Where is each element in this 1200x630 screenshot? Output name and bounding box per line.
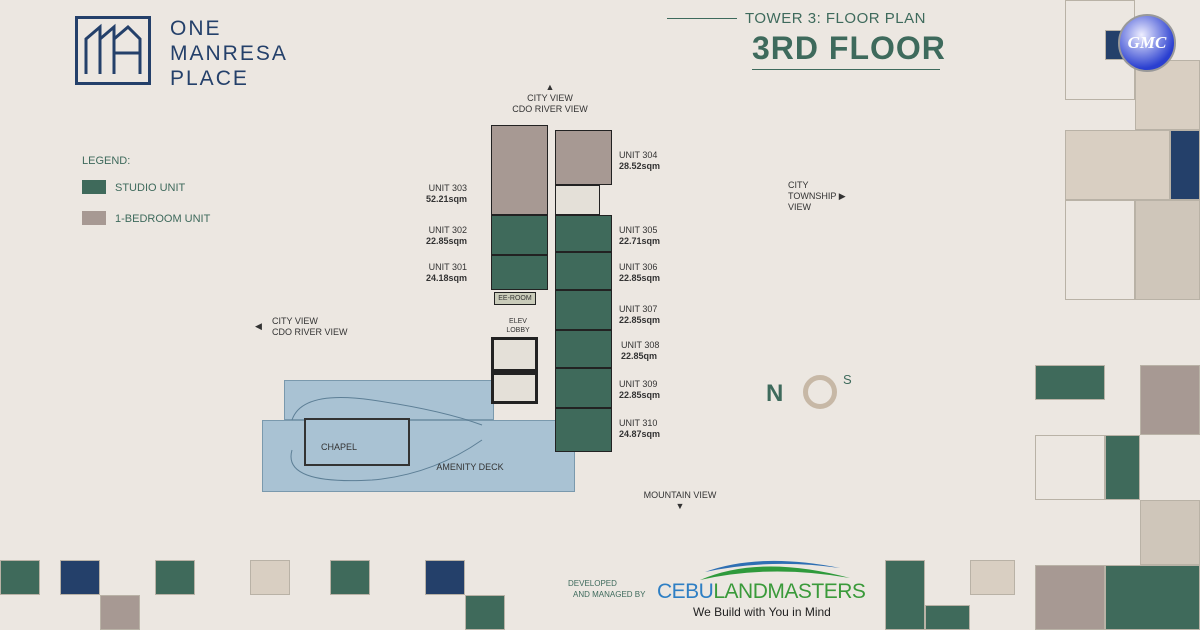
decorative-pattern: [1065, 0, 1200, 365]
view-label: CITY VIEW: [527, 93, 573, 103]
view-label: CDO RIVER VIEW: [512, 104, 588, 114]
arrow-down-icon: ▼: [675, 501, 685, 511]
stairs: [555, 185, 600, 215]
view-left: ◀ CITY VIEW CDO RIVER VIEW: [255, 316, 355, 338]
compass-n: N: [766, 380, 784, 407]
floor-plan-subtitle: TOWER 3: FLOOR PLAN: [745, 10, 926, 27]
view-label: CITY VIEW: [272, 316, 318, 326]
cebu-landmasters-swoosh: [700, 560, 850, 580]
brand-line: ONE: [170, 17, 222, 40]
brand-line: PLACE: [170, 67, 249, 90]
view-right: CITY TOWNSHIP ▶ VIEW: [788, 180, 846, 213]
compass-s: S: [843, 372, 852, 387]
elev-lobby: ELEV LOBBY: [498, 317, 538, 335]
unit-310[interactable]: [555, 408, 612, 452]
unit-305[interactable]: [555, 215, 612, 252]
logo-text: CEBU: [657, 580, 714, 603]
gmc-badge: GMC: [1118, 14, 1176, 72]
unit-309[interactable]: [555, 368, 612, 408]
legend-swatch-studio: [82, 180, 106, 194]
unit-303[interactable]: [491, 125, 548, 215]
page-title: 3RD FLOOR: [752, 30, 946, 66]
developer-line: DEVELOPED: [568, 579, 617, 588]
elevators: [491, 337, 538, 372]
arrow-left-icon: ◀: [255, 321, 262, 331]
view-label: VIEW: [788, 202, 812, 212]
decorative-pattern: [885, 560, 1015, 630]
cebu-landmasters-logo: CEBULANDMASTERS: [657, 580, 866, 604]
brand-line: MANRESA: [170, 42, 288, 65]
developer-label: DEVELOPED AND MANAGED BY: [568, 578, 645, 600]
decorative-pattern: [1035, 365, 1200, 630]
room-label: LOBBY: [506, 327, 530, 334]
logo-text: LANDMASTERS: [713, 580, 866, 603]
stairs: [491, 372, 538, 404]
legend-label: 1-BEDROOM UNIT: [115, 213, 211, 225]
unit-302[interactable]: [491, 215, 548, 255]
chapel-label: CHAPEL: [320, 442, 357, 452]
legend-label: STUDIO UNIT: [115, 182, 186, 194]
unit-307[interactable]: [555, 290, 612, 330]
unit-301[interactable]: [491, 255, 548, 290]
view-top: ▲ CITY VIEW CDO RIVER VIEW: [490, 82, 610, 115]
legend-title: LEGEND:: [82, 155, 131, 167]
legend-swatch-1br: [82, 211, 106, 225]
view-bottom: MOUNTAIN VIEW ▼: [640, 490, 720, 512]
amenity-deck-label: AMENITY DECK: [436, 462, 504, 472]
arrow-right-icon: ▶: [838, 191, 846, 201]
deck-curves: [290, 397, 483, 482]
one-manresa-logo: [75, 16, 151, 85]
ee-room: EE-ROOM: [494, 292, 536, 305]
unit-308[interactable]: [555, 330, 612, 368]
view-label: MOUNTAIN VIEW: [643, 490, 717, 500]
compass-icon: [803, 375, 837, 409]
divider: [752, 69, 940, 70]
divider: [667, 18, 737, 19]
unit-306[interactable]: [555, 252, 612, 290]
view-label: CITY: [788, 180, 809, 190]
tagline: We Build with You in Mind: [693, 605, 831, 619]
brand-name: ONE MANRESA PLACE: [170, 16, 288, 91]
view-label: CDO RIVER VIEW: [272, 327, 348, 337]
room-label: ELEV: [509, 318, 527, 325]
decorative-pattern: [0, 560, 520, 630]
view-label: TOWNSHIP: [788, 191, 837, 201]
developer-line: AND MANAGED BY: [573, 590, 646, 599]
chapel: [304, 418, 410, 466]
arrow-up-icon: ▲: [545, 82, 555, 92]
unit-304[interactable]: [555, 130, 612, 185]
